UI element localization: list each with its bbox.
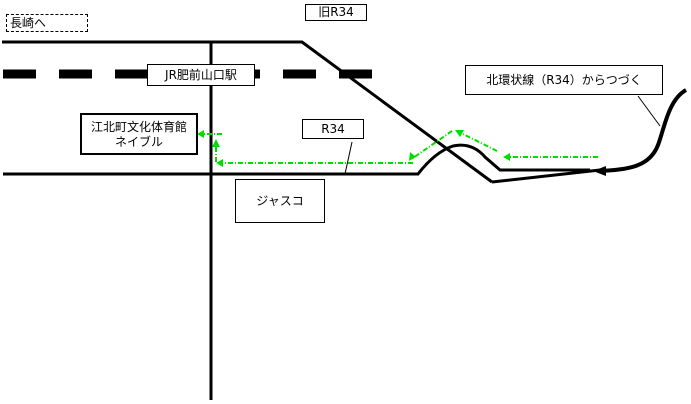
r34-leader xyxy=(344,141,353,175)
arrowhead-north xyxy=(212,139,220,147)
guide-segment-ramp-up xyxy=(456,130,498,152)
direction-arrow xyxy=(593,166,606,176)
arrowhead-west-3 xyxy=(197,130,204,138)
junction-road xyxy=(491,168,601,184)
north-ring-leader xyxy=(637,95,661,127)
label-route-r34: R34 xyxy=(302,119,364,139)
label-store: ジャスコ xyxy=(235,179,325,223)
hall-name-line2: ネイブル xyxy=(114,135,163,149)
arrowhead-west-1 xyxy=(503,153,510,161)
north-ring-road xyxy=(597,88,688,173)
guide-arrowheads xyxy=(197,130,510,167)
label-culture-hall: 江北町文化体育館 ネイブル xyxy=(80,113,198,155)
r34-road xyxy=(3,143,590,176)
arrowhead-down-left xyxy=(409,152,416,161)
label-station: JR肥前山口駅 xyxy=(147,64,255,86)
label-north-ring: 北環状線（R34）からつづく xyxy=(465,65,663,95)
hall-name-line1: 江北町文化体育館 xyxy=(90,120,187,134)
guide-route xyxy=(199,130,598,164)
old-r34-road xyxy=(2,40,493,184)
label-to-nagasaki: 長崎へ xyxy=(6,14,88,32)
arrowhead-up-left xyxy=(455,130,464,137)
label-old-route: 旧R34 xyxy=(305,4,367,21)
arrowhead-west-2 xyxy=(216,159,223,167)
guide-segment-ramp-down xyxy=(412,130,453,159)
